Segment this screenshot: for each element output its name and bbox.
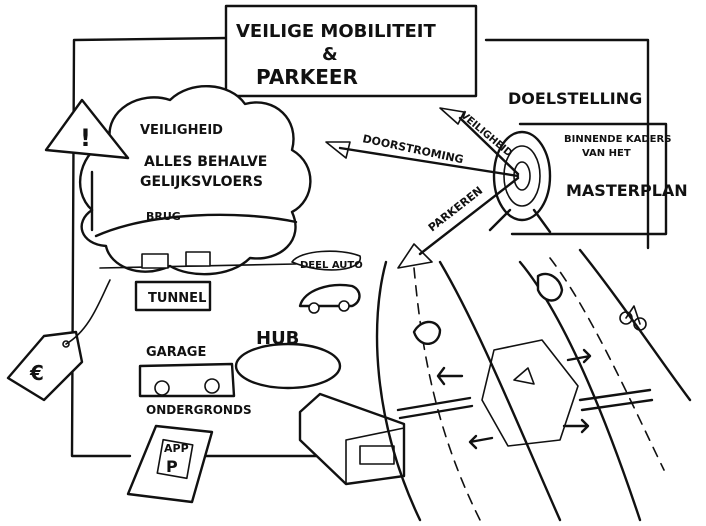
masterplan-line1: BINNENDE KADERS — [564, 134, 671, 145]
car-icon — [412, 320, 442, 345]
cloud-line1: ALLES BEHALVE — [144, 154, 267, 170]
tunnel-box — [134, 280, 212, 312]
target-icon — [488, 130, 552, 234]
warning-sign-icon: ! — [44, 98, 130, 232]
road — [375, 248, 692, 522]
doelstelling-label: DOELSTELLING — [508, 89, 642, 108]
deelauto: DEEL AUTO — [291, 250, 363, 314]
car-icon — [536, 272, 564, 302]
title-amp: & — [322, 44, 338, 65]
masterplan-line2: VAN HET — [582, 148, 631, 159]
car-icon — [185, 251, 211, 267]
car-icon — [141, 253, 169, 269]
arrow-parkeren: PARKEREN — [397, 176, 520, 269]
arrow-veiligheid-label: VEILIGHEID — [458, 110, 514, 159]
car-icon — [204, 378, 220, 394]
title-line1: VEILIGE MOBILITEIT — [236, 21, 436, 42]
car-icon — [154, 380, 170, 396]
bus-icon — [298, 392, 406, 486]
price-tag-symbol: € — [29, 361, 44, 385]
phone-p-label: P — [166, 457, 178, 476]
cloud-tunnel: TUNNEL — [148, 291, 206, 306]
cloud-line2: GELIJKSVLOERS — [140, 174, 263, 190]
deelauto-label: DEEL AUTO — [300, 260, 363, 271]
cloud-brug: BRUG — [146, 210, 181, 223]
phone-icon: APP P — [126, 424, 214, 504]
plaza — [436, 339, 592, 450]
garage: GARAGE ONDERGRONDS — [138, 345, 252, 417]
hub-label: HUB — [256, 328, 299, 349]
garage-bottom: ONDERGRONDS — [146, 403, 252, 417]
masterplan-line3: MASTERPLAN — [566, 181, 688, 200]
garage-top: GARAGE — [146, 345, 206, 360]
price-tag-icon: € — [6, 279, 111, 402]
phone-app-label: APP — [164, 442, 189, 455]
safety-cloud: VEILIGHEID ALLES BEHALVE GELIJKSVLOERS B… — [78, 85, 312, 312]
bicycle-icon — [619, 305, 647, 331]
car-icon — [298, 283, 361, 308]
outer-frame — [70, 36, 650, 458]
bridge-arc — [94, 213, 298, 238]
title-box: VEILIGE MOBILITEIT & PARKEER — [224, 4, 478, 98]
masterplan-board: BINNENDE KADERS VAN HET MASTERPLAN — [510, 122, 688, 236]
arrow-doorstroming-label: DOORSTROMING — [361, 132, 464, 166]
hub: HUB — [234, 328, 342, 390]
cloud-veiligheid: VEILIGHEID — [140, 123, 223, 138]
warning-mark: ! — [80, 124, 91, 152]
title-line2: PARKEER — [256, 65, 358, 89]
